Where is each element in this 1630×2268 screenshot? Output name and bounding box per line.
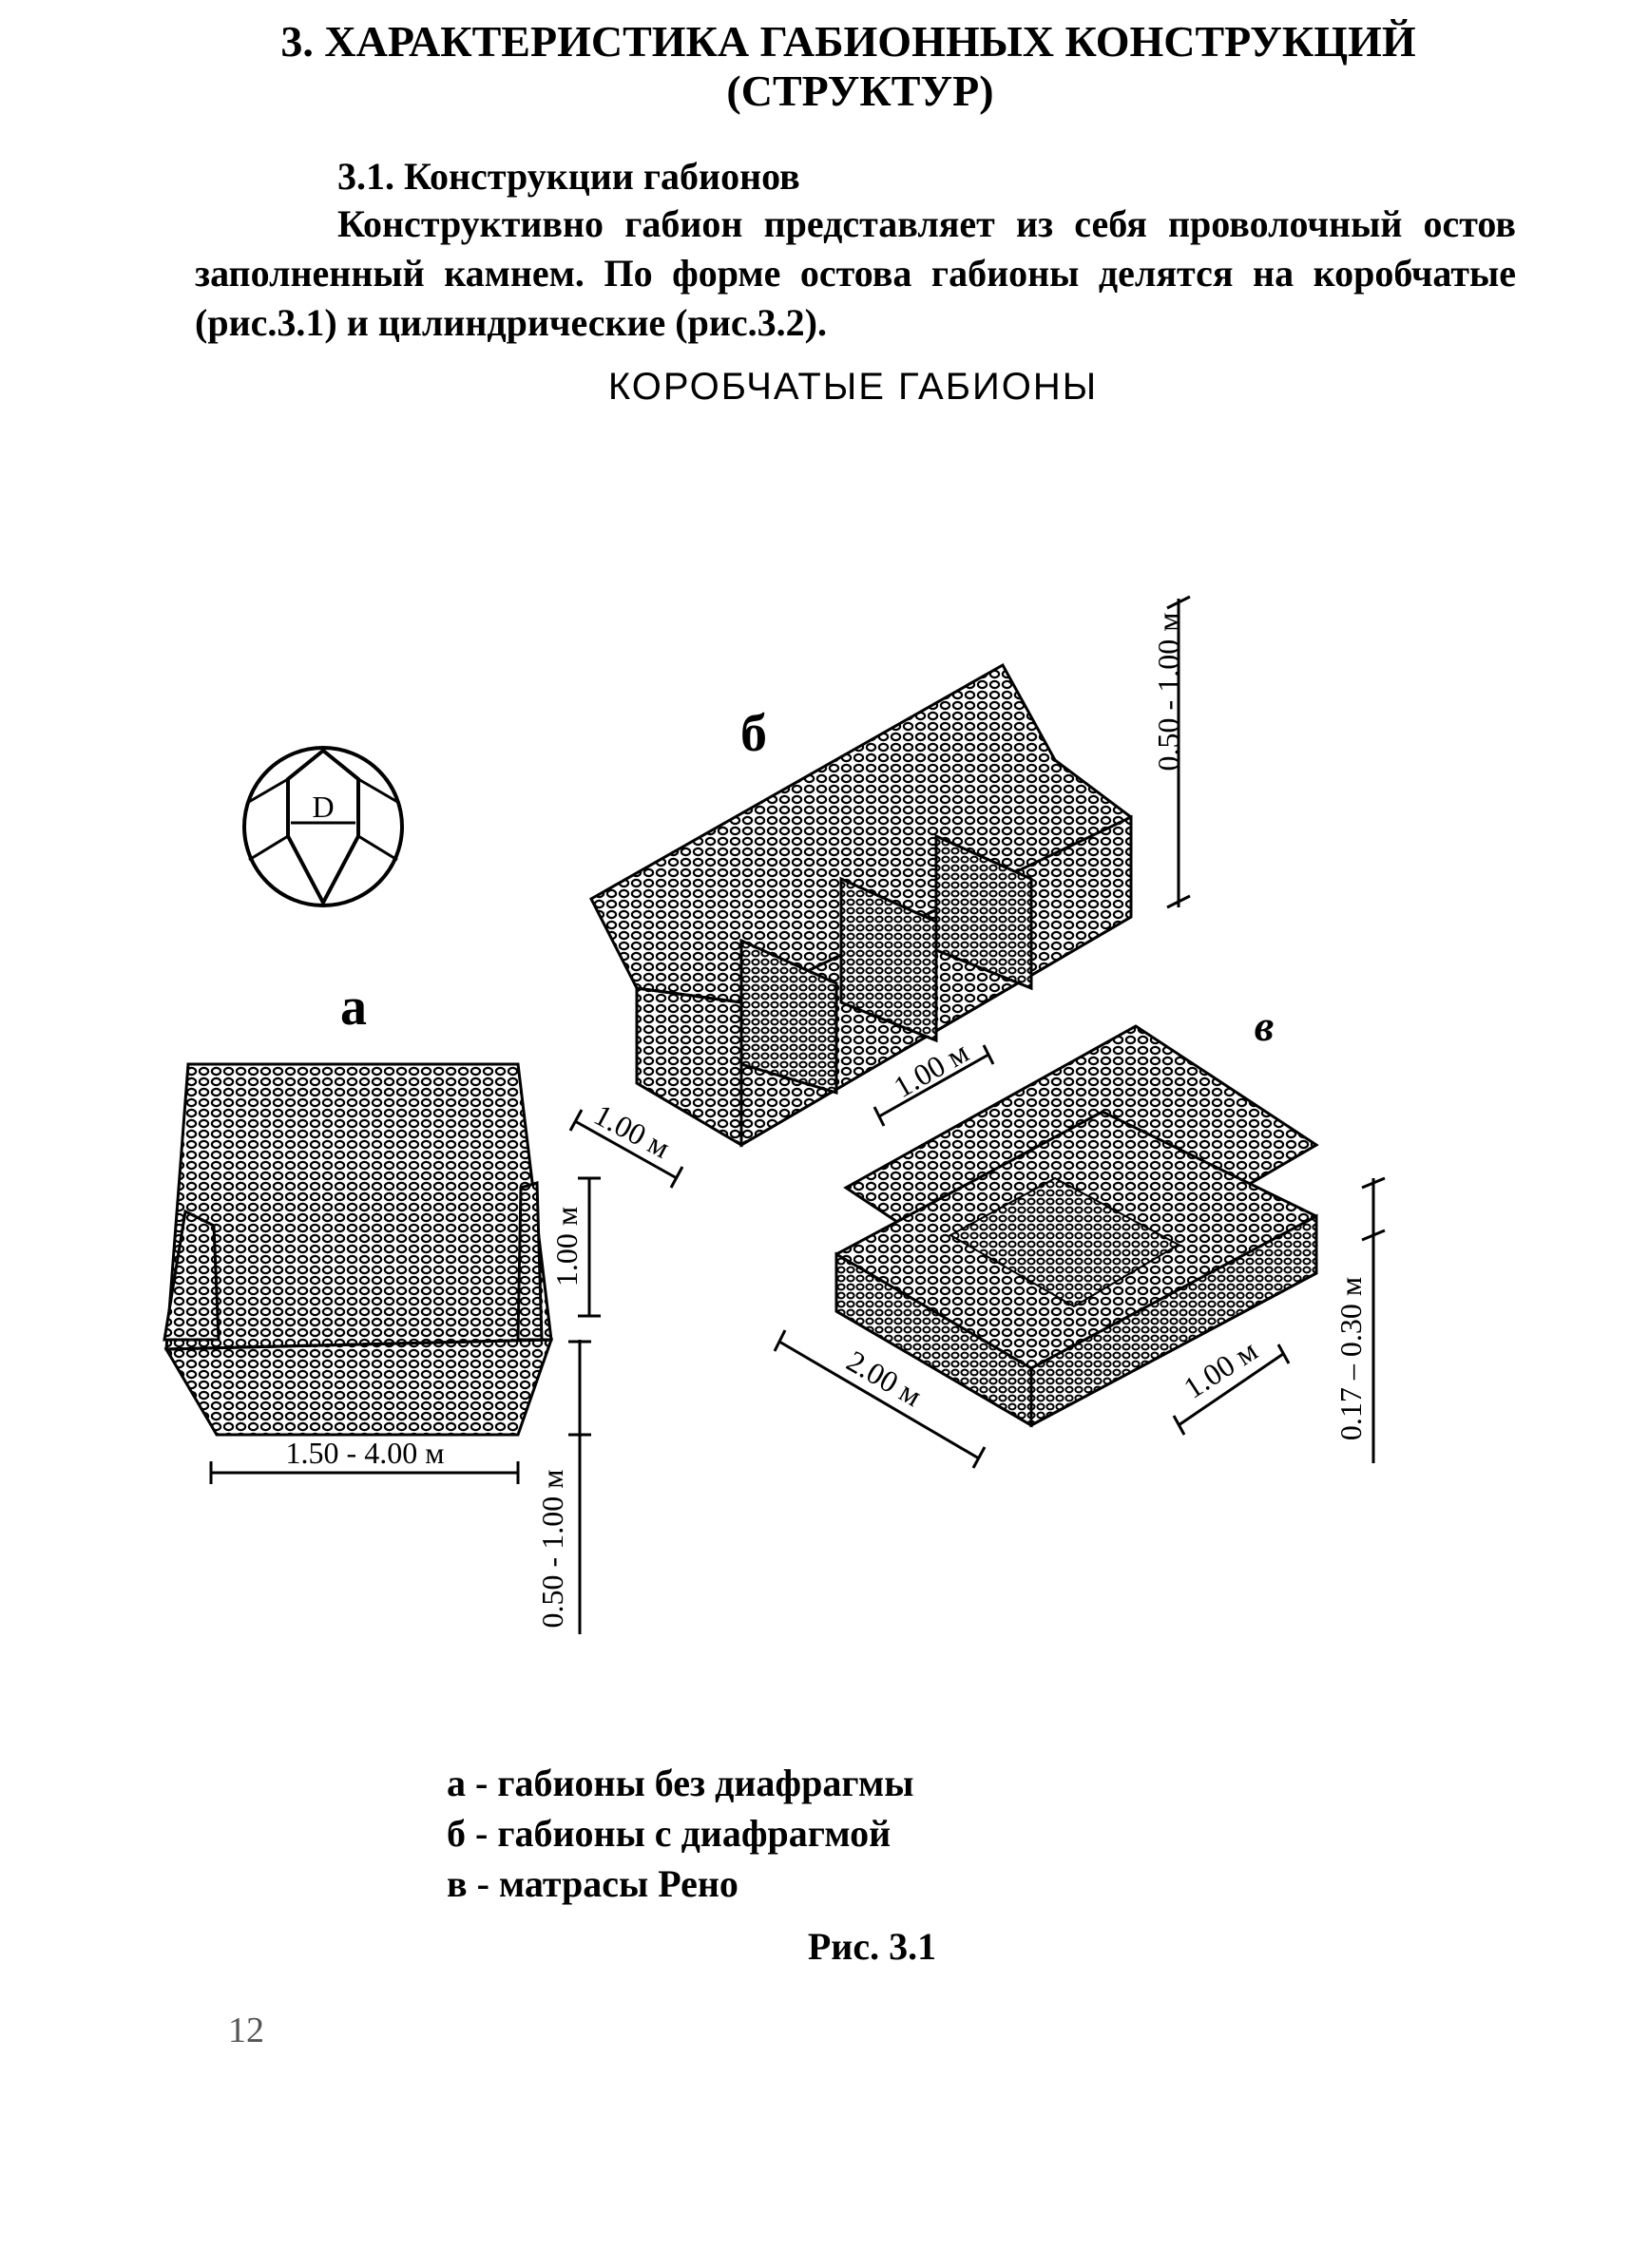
- gabion-b: [589, 662, 1133, 1148]
- dim-a-height: 0.50 - 1.00 м: [535, 1340, 591, 1634]
- dim-a-depth-label: 1.00 м: [549, 1207, 584, 1286]
- subsection-title: 3.1. Конструкции габионов: [337, 155, 800, 198]
- page-number: 12: [228, 2011, 264, 2050]
- chapter-heading-line1: 3. ХАРАКТЕРИСТИКА ГАБИОННЫХ КОНСТРУКЦИЙ: [280, 17, 1416, 66]
- dim-v-height: 0.17 – 0.30 м: [1333, 1176, 1386, 1463]
- legend-item-b: б - габионы с диафрагмой: [447, 1812, 892, 1855]
- chapter-heading-line2: (СТРУКТУР): [726, 66, 994, 115]
- dim-a-width: 1.50 - 4.00 м: [209, 1436, 520, 1484]
- mesh-symbol-label: D: [312, 790, 334, 824]
- dim-a-width-label: 1.50 - 4.00 м: [286, 1436, 445, 1470]
- dim-a-depth: 1.00 м: [549, 1176, 601, 1318]
- figure-legend: а - габионы без диафрагмы б - габионы с …: [447, 1758, 913, 1909]
- body-paragraph: Конструктивно габион представляет из себ…: [195, 202, 1516, 344]
- reno-mattress-v: [834, 1024, 1319, 1428]
- mesh-cell-symbol: D: [242, 746, 404, 907]
- label-v: в: [1255, 1001, 1275, 1050]
- dim-b-width: 1.00 м: [568, 1097, 684, 1189]
- gabion-a: [163, 1062, 554, 1437]
- label-b: б: [740, 704, 767, 763]
- dim-b-height: 0.50 - 1.00 м: [1151, 595, 1191, 909]
- label-a: а: [340, 978, 367, 1037]
- legend-item-a: а - габионы без диафрагмы: [447, 1762, 914, 1804]
- dim-v-height-label: 0.17 – 0.30 м: [1333, 1277, 1368, 1440]
- dim-v-cell: 1.00 м: [1172, 1333, 1291, 1436]
- figure-caption: Рис. 3.1: [807, 1925, 937, 1968]
- dim-b-height-label: 0.50 - 1.00 м: [1151, 613, 1185, 772]
- dim-v-cell-label: 1.00 м: [1178, 1333, 1263, 1405]
- figure-title: КОРОБЧАТЫЕ ГАБИОНЫ: [607, 366, 1099, 408]
- dim-a-height-label: 0.50 - 1.00 м: [535, 1470, 569, 1629]
- chapter-heading: 3. ХАРАКТЕРИСТИКА ГАБИОННЫХ КОНСТРУКЦИЙ …: [0, 17, 1630, 115]
- legend-item-v: в - матрасы Рено: [447, 1862, 738, 1905]
